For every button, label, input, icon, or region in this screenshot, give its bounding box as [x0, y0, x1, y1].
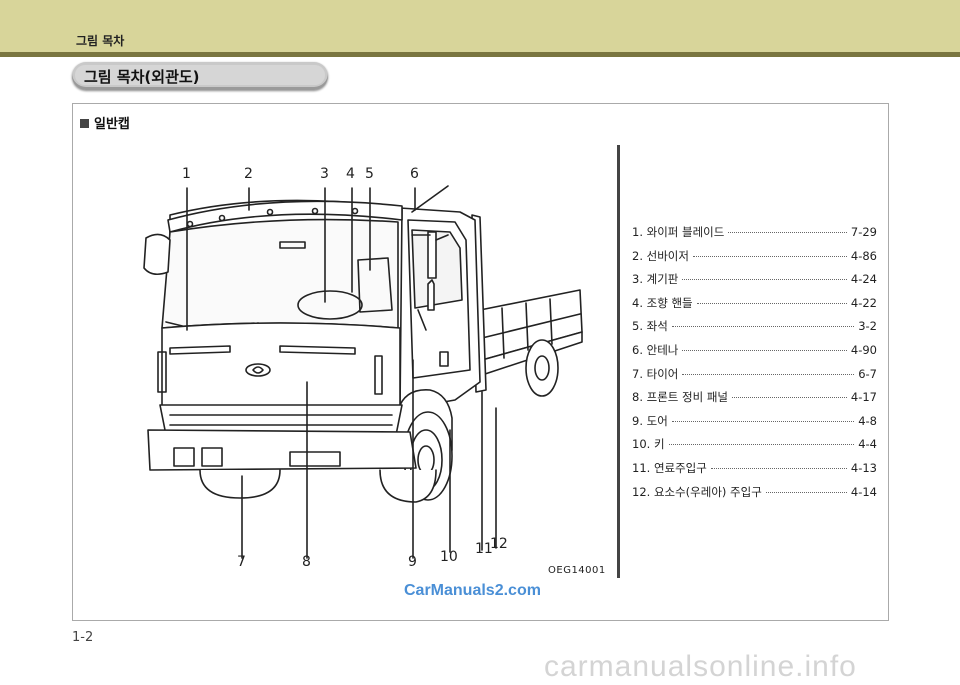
toc-item-page: 4-13 [850, 460, 877, 475]
subsection-title: 일반캡 [94, 117, 130, 132]
toc-item-page: 4-14 [850, 484, 877, 499]
toc-item-page: 6-7 [858, 366, 877, 381]
header-rule [0, 52, 960, 57]
figure-code: OEG14001 [548, 565, 606, 576]
toc-leader-dots [671, 326, 855, 328]
truck-illustration [143, 185, 583, 559]
toc-item-page: 4-17 [850, 390, 877, 405]
toc-leader-dots [682, 279, 847, 281]
toc-item-page: 7-29 [850, 225, 877, 239]
toc-item-label: 7. 타이어 [632, 366, 679, 381]
toc-item-label: 6. 안테나 [632, 342, 679, 357]
toc-leader-dots [668, 444, 855, 446]
toc-item[interactable]: 3. 계기판 4-24 [632, 271, 877, 295]
toc-leader-dots [671, 420, 855, 422]
toc-item-label: 10. 키 [632, 437, 665, 452]
vertical-divider [617, 145, 620, 578]
toc-item[interactable]: 8. 프론트 정비 패널 4-17 [632, 389, 877, 413]
callout-5: 5 [365, 166, 374, 182]
callout-3: 3 [320, 166, 329, 182]
callout-1: 1 [182, 166, 191, 182]
subsection-heading: 일반캡 [80, 113, 130, 132]
header-title: 그림 목차 [76, 34, 125, 48]
toc-item[interactable]: 7. 타이어 6-7 [632, 366, 877, 390]
toc-item[interactable]: 11. 연료주입구 4-13 [632, 460, 877, 484]
toc-item-label: 9. 도어 [632, 413, 668, 428]
bottom-watermark: carmanualsonline.info [544, 650, 857, 683]
toc-item-label: 2. 선바이저 [632, 248, 689, 263]
callout-7: 7 [237, 554, 246, 570]
toc-item-page: 3-2 [858, 319, 877, 334]
toc-item-page: 4-8 [858, 413, 877, 428]
section-title-pill: 그림 목차(외관도) [72, 62, 328, 90]
callout-12: 12 [490, 536, 508, 552]
toc-item[interactable]: 2. 선바이저 4-86 [632, 248, 877, 272]
toc-item-page: 4-22 [850, 295, 877, 310]
toc-item-label: 11. 연료주입구 [632, 460, 707, 475]
callout-2: 2 [244, 166, 253, 182]
toc-item[interactable]: 4. 조향 핸들 4-22 [632, 295, 877, 319]
toc-leader-dots [728, 232, 847, 233]
square-bullet-icon [80, 119, 89, 128]
callout-6: 6 [410, 166, 419, 182]
toc-item-label: 3. 계기판 [632, 272, 679, 287]
toc-item[interactable]: 5. 좌석 3-2 [632, 318, 877, 342]
toc-leader-dots [682, 349, 847, 351]
toc-leader-dots [692, 255, 847, 257]
callout-8: 8 [302, 554, 311, 570]
toc-leader-dots [732, 397, 847, 399]
toc-item[interactable]: 9. 도어 4-8 [632, 413, 877, 437]
toc-item-label: 12. 요소수(우레아) 주입구 [632, 484, 762, 499]
toc-item[interactable]: 6. 안테나 4-90 [632, 342, 877, 366]
toc-item-label: 4. 조향 핸들 [632, 295, 693, 310]
toc-item-page: 4-90 [850, 342, 877, 357]
toc-item[interactable]: 12. 요소수(우레아) 주입구 4-14 [632, 484, 877, 508]
toc-leader-dots [696, 302, 847, 304]
section-title: 그림 목차(외관도) [84, 68, 200, 86]
toc-item[interactable]: 1. 와이퍼 블레이드 7-29 [632, 224, 877, 248]
callout-4: 4 [346, 166, 355, 182]
callout-11: 11 [475, 541, 493, 557]
toc-item-label: 1. 와이퍼 블레이드 [632, 225, 725, 239]
page-number: 1-2 [72, 630, 94, 645]
toc-leader-dots [765, 491, 847, 493]
toc-item-label: 8. 프론트 정비 패널 [632, 390, 728, 405]
toc-item[interactable]: 10. 키 4-4 [632, 436, 877, 460]
callout-9: 9 [408, 554, 417, 570]
header-bar [0, 0, 960, 52]
toc-item-page: 4-86 [850, 248, 877, 263]
toc-list: 1. 와이퍼 블레이드 7-29 2. 선바이저 4-86 3. 계기판 4-24 4. 조… [632, 224, 877, 507]
toc-item-label: 5. 좌석 [632, 319, 668, 334]
toc-leader-dots [710, 467, 847, 469]
callout-10: 10 [440, 549, 458, 565]
toc-leader-dots [682, 373, 855, 375]
toc-item-page: 4-4 [858, 437, 877, 452]
toc-item-page: 4-24 [850, 272, 877, 287]
site-watermark: CarManuals2.com [404, 582, 541, 599]
